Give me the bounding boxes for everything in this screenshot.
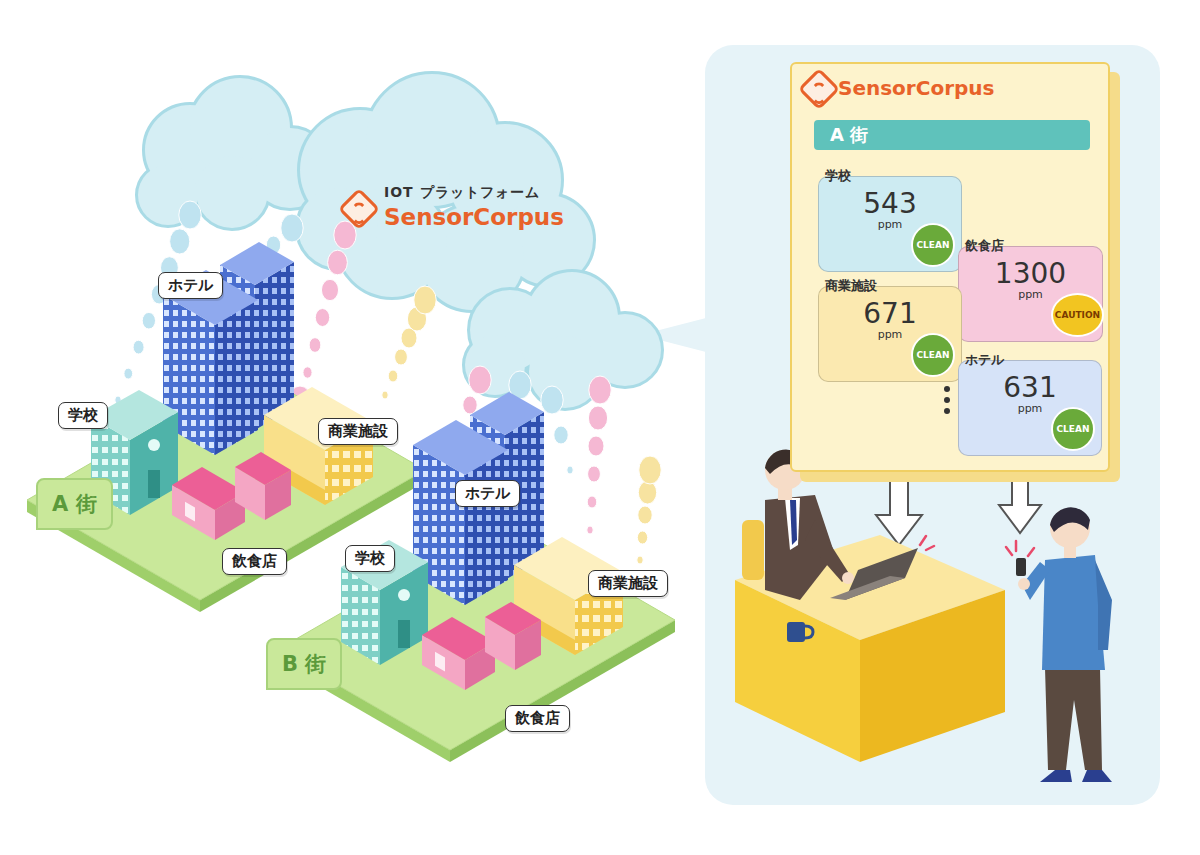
data-bubble bbox=[334, 221, 356, 249]
data-bubble bbox=[589, 376, 611, 404]
building-tag: 商業施設 bbox=[588, 570, 668, 597]
tag-label: B 街 bbox=[282, 650, 326, 678]
building-tag: ホテル bbox=[158, 272, 223, 299]
status-badge: CLEAN bbox=[911, 223, 955, 267]
tag-label: ホテル bbox=[168, 276, 213, 295]
data-bubble bbox=[124, 368, 133, 379]
data-bubble bbox=[554, 426, 568, 444]
data-bubble bbox=[587, 526, 593, 534]
c-num: 631 bbox=[965, 373, 1095, 403]
data-bubble bbox=[328, 250, 348, 275]
data-bubble bbox=[588, 436, 604, 456]
building-tag: 学校 bbox=[58, 402, 108, 429]
data-bubble bbox=[388, 370, 398, 382]
data-bubble bbox=[281, 214, 303, 242]
data-bubble bbox=[170, 229, 190, 254]
data-bubble bbox=[133, 340, 144, 354]
data-bubble bbox=[588, 466, 601, 482]
tag-label: ホテル bbox=[465, 484, 510, 503]
b-txt: CLEAN bbox=[917, 240, 950, 250]
tag-label: 学校 bbox=[68, 406, 98, 425]
tag-label: A 街 bbox=[52, 490, 97, 518]
db-brand: SensorCorpus bbox=[838, 76, 994, 100]
data-bubble bbox=[315, 309, 329, 327]
tag-label: 飲食店 bbox=[515, 709, 560, 728]
data-bubble bbox=[395, 349, 408, 365]
data-bubble bbox=[382, 391, 388, 399]
reading-card: ホテル631ppmCLEAN bbox=[958, 360, 1102, 456]
logo-mark bbox=[798, 68, 840, 110]
reading-card: 学校543ppmCLEAN bbox=[818, 176, 962, 272]
data-bubble bbox=[179, 201, 201, 229]
data-bubble bbox=[588, 406, 607, 430]
data-bubble bbox=[414, 286, 436, 314]
more-mark bbox=[944, 386, 950, 419]
data-bubble bbox=[587, 496, 597, 508]
c-num: 543 bbox=[825, 189, 955, 219]
c-title: 飲食店 bbox=[965, 237, 1096, 255]
c-title: 学校 bbox=[825, 167, 955, 185]
dashboard-panel: SensorCorpus A 街学校543ppmCLEAN飲食店1300ppmCA… bbox=[790, 62, 1110, 472]
status-badge: CAUTION bbox=[1051, 293, 1104, 337]
cl-brand: SensorCorpus bbox=[384, 204, 564, 230]
c-num: 1300 bbox=[965, 259, 1096, 289]
building-tag: 飲食店 bbox=[505, 705, 570, 732]
status-badge: CLEAN bbox=[911, 333, 955, 377]
building-tag: 商業施設 bbox=[318, 418, 398, 445]
tag-label: 商業施設 bbox=[328, 422, 388, 441]
data-bubble bbox=[463, 396, 477, 414]
reading-card: 商業施設671ppmCLEAN bbox=[818, 286, 962, 382]
building-tag: 学校 bbox=[345, 545, 395, 572]
b-txt: CLEAN bbox=[917, 350, 950, 360]
district-label: A 街 bbox=[36, 478, 113, 530]
data-bubble bbox=[303, 367, 312, 378]
tag-label: A 街 bbox=[830, 123, 1074, 147]
dot bbox=[944, 386, 950, 392]
data-bubble bbox=[637, 531, 647, 544]
dashboard-band: A 街 bbox=[814, 120, 1090, 150]
dot bbox=[944, 397, 950, 403]
data-bubble bbox=[541, 386, 563, 414]
data-bubble bbox=[469, 366, 491, 394]
data-bubble bbox=[142, 312, 155, 329]
reading-card: 飲食店1300ppmCAUTION bbox=[958, 246, 1103, 342]
data-bubble bbox=[638, 506, 652, 524]
tag-label: 飲食店 bbox=[232, 552, 277, 571]
data-bubble bbox=[321, 279, 338, 300]
building-tag: ホテル bbox=[455, 480, 520, 507]
data-bubble bbox=[638, 481, 656, 504]
c-title: 商業施設 bbox=[825, 277, 955, 295]
data-bubble bbox=[567, 466, 573, 474]
data-bubble bbox=[639, 456, 661, 484]
b-txt: CLEAN bbox=[1057, 424, 1090, 434]
tag-label: 学校 bbox=[355, 549, 385, 568]
district-label: B 街 bbox=[266, 638, 342, 690]
dot bbox=[944, 408, 950, 414]
c-title: ホテル bbox=[965, 351, 1095, 369]
platform-cloud: IOT プラットフォーム SensorCorpus bbox=[340, 180, 570, 234]
logo-mark bbox=[338, 188, 380, 230]
data-bubble bbox=[309, 338, 321, 353]
c-num: 671 bbox=[825, 299, 955, 329]
status-badge: CLEAN bbox=[1051, 407, 1095, 451]
building-tag: 飲食店 bbox=[222, 548, 287, 575]
data-bubble bbox=[637, 556, 643, 564]
b-txt: CAUTION bbox=[1055, 310, 1100, 320]
cl-sub: IOT プラットフォーム bbox=[384, 184, 564, 202]
tag-label: 商業施設 bbox=[598, 574, 658, 593]
